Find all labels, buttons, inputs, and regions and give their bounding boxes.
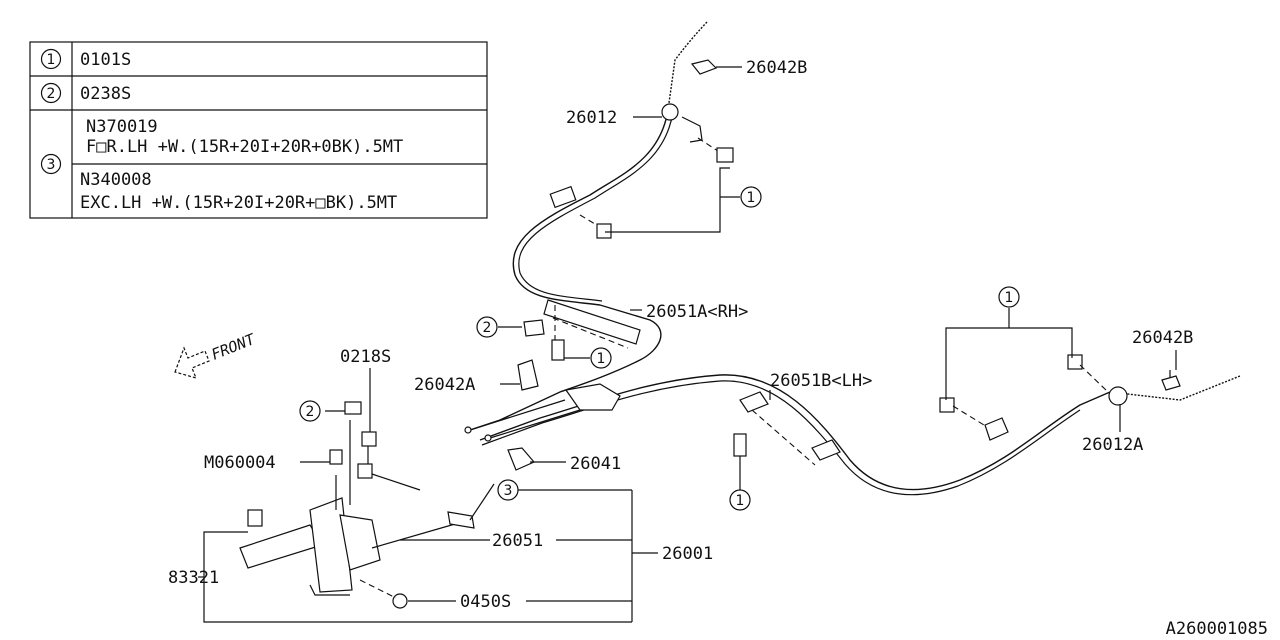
equalizer-cables — [464, 383, 621, 442]
svg-text:1: 1 — [1005, 290, 1014, 306]
svg-text:2: 2 — [306, 404, 315, 420]
bolt-lh-b — [1067, 354, 1109, 393]
callout-1-rh: 1 — [740, 186, 762, 208]
bolt-rh-upper — [697, 137, 734, 163]
legend-callout-3 — [40, 153, 62, 175]
callout-2-rh: 2 — [476, 316, 498, 338]
lh-cable-26051B — [479, 374, 1241, 496]
label-0450S: 0450S — [460, 592, 511, 612]
lever-assembly — [239, 420, 495, 596]
label-26051A: 26051A<RH> — [646, 302, 748, 322]
callout-1-lh-top: 1 — [998, 286, 1020, 308]
callout-2-lever: 2 — [299, 400, 321, 422]
svg-text:2: 2 — [483, 320, 492, 336]
svg-text:3: 3 — [504, 483, 513, 499]
ratchet-plate — [339, 514, 381, 571]
bolt-lh-a — [939, 397, 985, 426]
label-26001: 26001 — [662, 544, 713, 564]
legend-text-N340008: N340008 — [80, 170, 152, 190]
legend-text-0101S: 0101S — [80, 50, 131, 70]
legend-num-2: 2 — [47, 86, 56, 102]
legend-callout-2 — [40, 82, 62, 104]
clip-26042B-right — [1161, 370, 1181, 391]
label-26012A: 26012A — [1082, 435, 1143, 455]
callout-1-lh-lower: 1 — [729, 489, 751, 511]
legend-num-1: 1 — [47, 52, 56, 68]
bolt-M060004 — [329, 449, 343, 465]
nut-0218S — [361, 431, 377, 447]
bolt-rh-lower — [579, 214, 612, 239]
rh-cable-end-fitting — [661, 103, 679, 121]
label-26042A: 26042A — [414, 375, 475, 395]
lh-cable-end-fitting — [1108, 386, 1128, 406]
label-26051: 26051 — [492, 531, 543, 551]
front-arrow: FRONT — [174, 330, 259, 379]
legend-text-0238S: 0238S — [80, 84, 131, 104]
svg-text:1: 1 — [747, 190, 756, 206]
label-83321: 83321 — [168, 568, 219, 588]
nut-0238S-rh — [498, 319, 545, 337]
callout-1-rh-bracket: 1 — [590, 347, 612, 369]
legend-table: 1 0101S 2 0238S 3 N370019 F□R.LH +W.(15R… — [29, 41, 488, 219]
bolt-lh-lower — [733, 433, 747, 490]
label-26051B: 26051B<LH> — [770, 371, 872, 391]
rh-cable-26051A — [469, 21, 708, 431]
bolt-rh-bracket — [551, 339, 590, 361]
legend-callout-1 — [40, 48, 62, 70]
callout-3-lever: 3 — [497, 479, 519, 501]
rh-bracket — [543, 299, 641, 345]
nut-callout-3 — [357, 463, 421, 491]
clip-26042B-top — [690, 59, 742, 75]
drawing-id: A260001085 — [1166, 619, 1268, 639]
svg-text:1: 1 — [597, 351, 606, 367]
legend-text-exc-lh: EXC.LH +W.(15R+20I+20R+□BK).5MT — [80, 193, 397, 213]
legend-text-N370019: N370019 — [86, 117, 158, 137]
label-0218S: 0218S — [340, 347, 391, 367]
clip-26041 — [507, 447, 566, 471]
label-M060004: M060004 — [204, 453, 276, 473]
legend-text-for-lh: F□R.LH +W.(15R+20I+20R+0BK).5MT — [86, 137, 403, 157]
label-26042B-top: 26042B — [746, 58, 807, 78]
switch-83321 — [247, 509, 263, 527]
nut-0238S-lever — [344, 401, 362, 415]
lever-handle — [239, 524, 323, 569]
front-label: FRONT — [209, 330, 259, 364]
bolt-0450S — [359, 579, 408, 609]
leader-lines — [198, 116, 1177, 623]
legend-num-3: 3 — [47, 157, 56, 173]
clip-26042A — [500, 359, 539, 391]
label-26041: 26041 — [570, 454, 621, 474]
svg-text:1: 1 — [736, 493, 745, 509]
label-26012: 26012 — [566, 108, 617, 128]
label-26042B-right: 26042B — [1132, 328, 1193, 348]
